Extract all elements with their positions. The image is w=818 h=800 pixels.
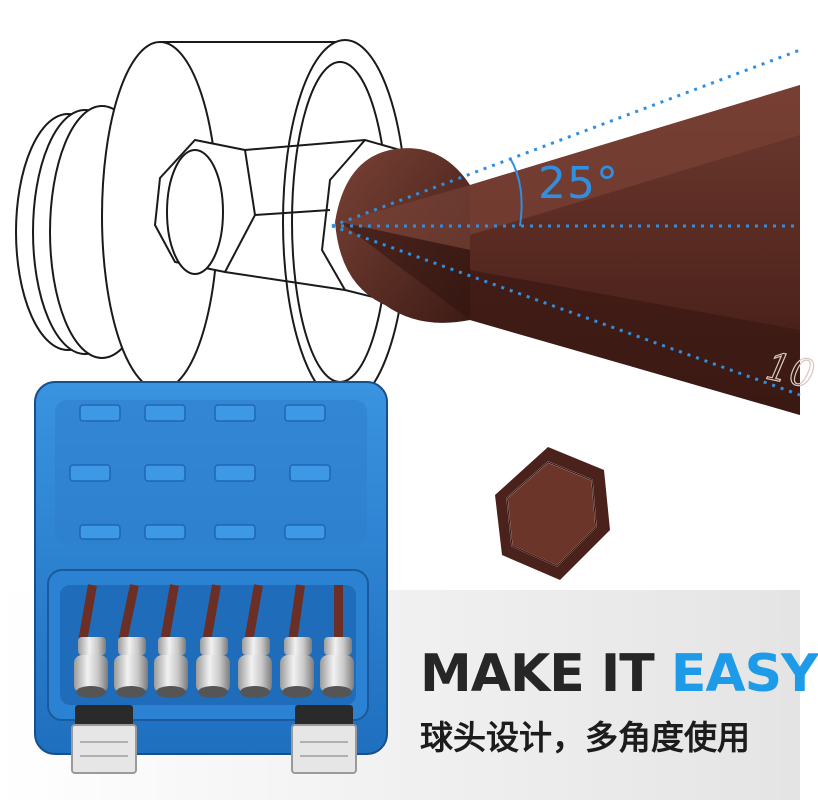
bit-marking: 10 xyxy=(762,344,818,397)
socket-4 xyxy=(196,584,230,698)
case-lid-recess xyxy=(55,400,367,545)
socket-rear-bore xyxy=(166,149,224,275)
socket-6 xyxy=(280,584,314,698)
socket-1 xyxy=(74,584,108,698)
case-lid-ribs xyxy=(69,404,331,540)
socket-7 xyxy=(320,585,354,698)
tool-case xyxy=(34,381,388,774)
headline-part-1: MAKE IT xyxy=(420,644,655,704)
feature-subline: 球头设计，多角度使用 xyxy=(420,718,750,757)
angle-label: 25° xyxy=(538,158,619,209)
socket-3 xyxy=(154,584,188,698)
angle-dimension-lines xyxy=(331,48,801,397)
case-latch-right xyxy=(291,705,357,774)
illustration: 10 xyxy=(15,39,818,774)
hex-profile-icon xyxy=(495,447,610,580)
product-promo-image: 10 xyxy=(0,39,818,800)
socket-5 xyxy=(238,584,272,698)
socket-set xyxy=(74,584,354,698)
case-latch-left xyxy=(71,705,137,774)
socket-2 xyxy=(114,584,148,698)
headline-part-2: EASY xyxy=(670,644,818,704)
headline: MAKE IT EASY xyxy=(420,644,818,704)
